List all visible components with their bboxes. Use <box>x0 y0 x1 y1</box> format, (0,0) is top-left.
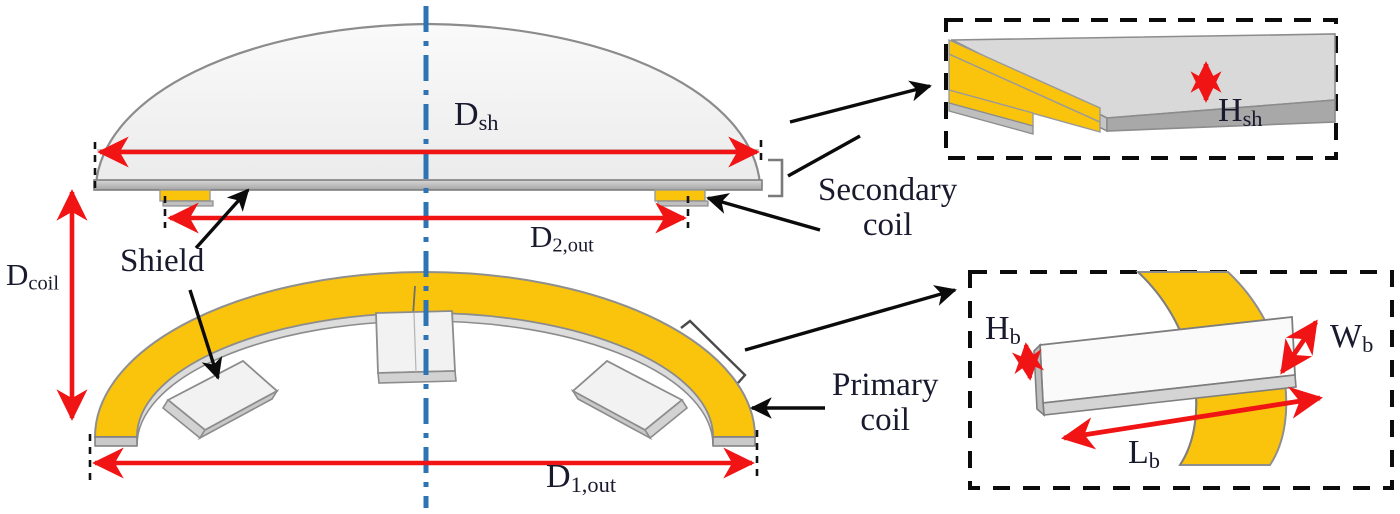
dimension-arrows <box>56 136 760 479</box>
primary-arc-crown-seam <box>412 285 416 317</box>
inset-coil-body <box>948 38 1101 124</box>
label-d-sh: Dsh <box>454 96 499 135</box>
primary-coil-line1: Primary <box>832 367 939 403</box>
primary-coil-line2: coil <box>860 401 910 438</box>
label-secondary-coil: Secondary coil <box>818 173 957 243</box>
dimension-extension-lines <box>88 140 763 480</box>
label-l-b: Lb <box>1128 434 1160 473</box>
label-shield: Shield <box>120 243 205 279</box>
ferrite-bar-right <box>570 359 689 441</box>
callout-leader-lines <box>188 80 957 419</box>
secondary-bracket-leader <box>787 134 861 178</box>
label-primary-coil: Primary coil <box>832 368 938 438</box>
primary-coil-assembly <box>93 271 757 447</box>
label-d1out: D1,out <box>546 458 617 497</box>
ferrite-bar-left <box>161 359 280 441</box>
inset-shield-thickness <box>944 18 1338 160</box>
l-b-arrow <box>1061 386 1323 450</box>
label-h-sh: Hsh <box>1218 92 1263 131</box>
secondary-coil-leader <box>706 193 821 232</box>
inset-coil-under-edge <box>948 102 1034 135</box>
h-b-arrow <box>1011 342 1045 381</box>
label-w-b: Wb <box>1330 318 1374 357</box>
primary-detail-bracket <box>680 319 747 384</box>
top-inset-frame <box>944 18 1338 160</box>
label-h-b: Hb <box>985 310 1021 349</box>
inset-shield-slab-edge <box>1106 99 1336 132</box>
bottom-inset-leader <box>744 285 957 352</box>
ferrite-bar-center <box>375 310 457 384</box>
shield-leader-down <box>188 289 223 380</box>
label-d2out: D2,out <box>530 219 594 257</box>
primary-arc-right-cap <box>712 436 756 447</box>
label-dcoil: Dcoil <box>6 257 60 295</box>
primary-arc-left-cap <box>94 436 138 447</box>
secondary-coil-left-tab <box>159 189 214 207</box>
secondary-inset-bracket <box>768 158 784 198</box>
top-inset-leader <box>789 80 932 124</box>
secondary-coil-right-tab <box>654 189 709 207</box>
secondary-coil-line2: coil <box>862 206 913 243</box>
secondary-coil-line1: Secondary <box>818 172 958 208</box>
w-b-arrow <box>1280 319 1318 375</box>
shield-leader-up <box>194 188 250 250</box>
inset-ferrite-bar <box>968 270 1394 490</box>
